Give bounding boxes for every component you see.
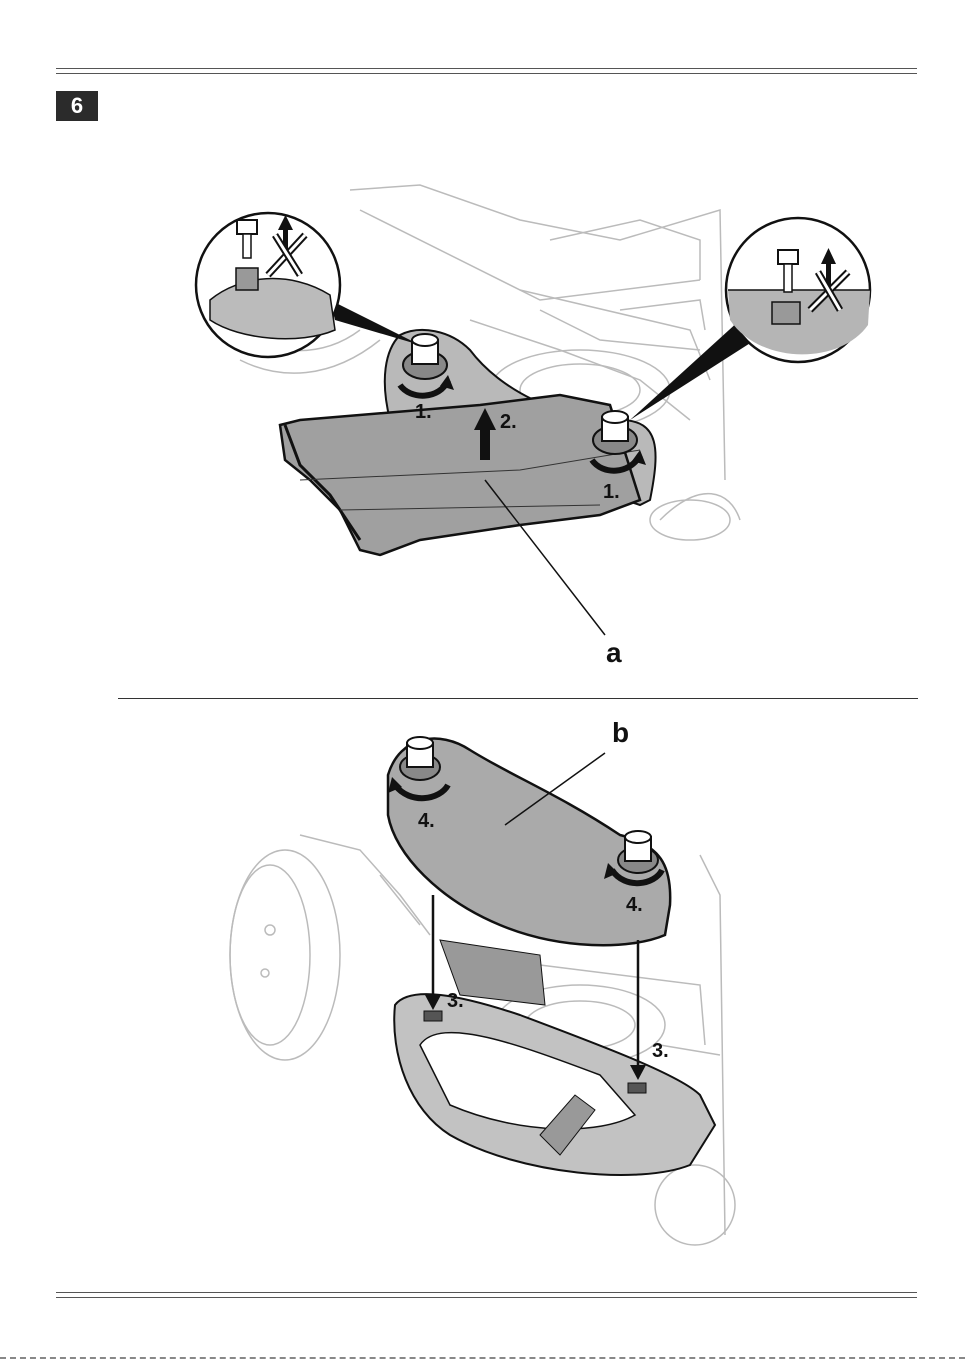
- detail-pointer-left: [330, 300, 420, 345]
- page-edge-dashes: [0, 1357, 965, 1359]
- callout-4-left: 4.: [418, 810, 435, 832]
- bolt-cover-left: [400, 737, 440, 780]
- ejector-chute: [280, 395, 640, 555]
- figure-install-cover: 4. 4. 3. 3. b: [0, 715, 965, 1275]
- bottom-rule: [56, 1292, 917, 1298]
- bolt-cover-right: [618, 831, 658, 873]
- detail-circle-right: [726, 218, 870, 362]
- callout-3-right: 3.: [652, 1040, 669, 1062]
- callout-4-right: 4.: [626, 894, 643, 916]
- top-rule: [56, 68, 917, 74]
- figure-divider: [118, 698, 918, 699]
- part-label-a: a: [606, 637, 622, 668]
- callout-1-right: 1.: [603, 481, 620, 503]
- part-label-b: b: [612, 717, 629, 748]
- callout-2: 2.: [500, 411, 517, 433]
- callout-3-left: 3.: [447, 990, 464, 1012]
- callout-1-left: 1.: [415, 401, 432, 423]
- figure-remove-ejector: 1. 2. 1. a: [0, 180, 965, 680]
- step-badge: 6: [56, 91, 98, 121]
- detail-circle-left: [196, 213, 340, 357]
